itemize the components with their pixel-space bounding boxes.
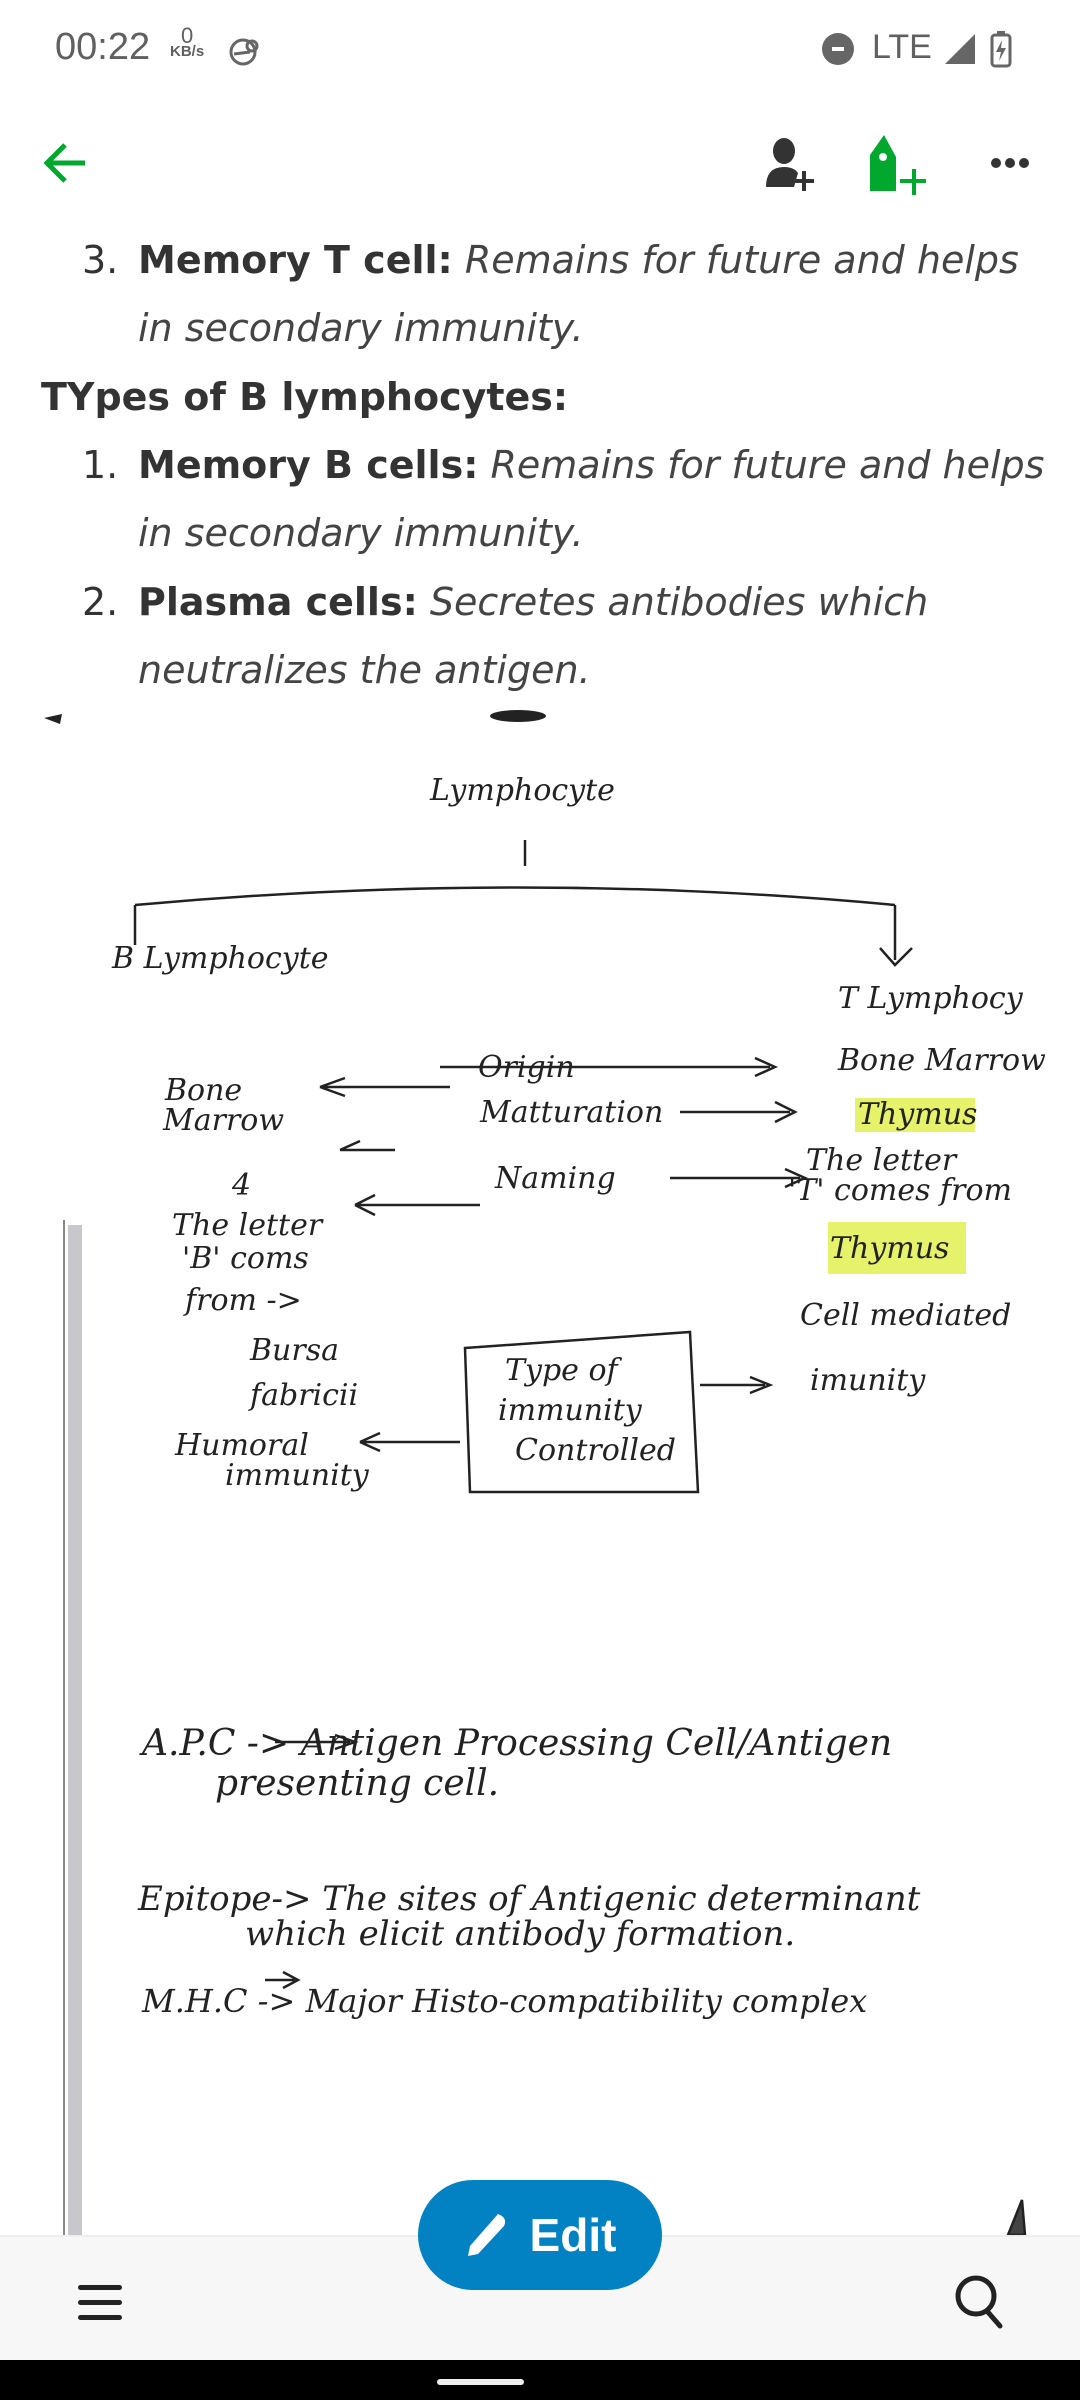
hw-text: Bone (164, 1073, 242, 1108)
vpn-icon (229, 38, 259, 66)
edit-button[interactable]: Edit (418, 2180, 662, 2290)
hw-text: Naming (494, 1161, 616, 1196)
hw-text: Origin (478, 1050, 575, 1085)
back-arrow-icon (43, 142, 85, 183)
description: Remains for future and helps (490, 443, 1045, 487)
add-person-icon (766, 138, 814, 191)
hw-t-title: T Lymphocy (838, 981, 1024, 1016)
hw-text: fabricii (248, 1378, 358, 1413)
description: in secondary immunity. (138, 306, 584, 350)
highlight (855, 1098, 975, 1132)
description: Remains for future and helps (464, 238, 1019, 282)
hw-text: A.P.C -> Antigen Processing Cell/Antigen (139, 1723, 892, 1764)
hw-text: M.H.C -> Major Histo-compatibility compl… (141, 1982, 867, 2020)
term: Memory T cell: (138, 238, 453, 282)
more-options-button[interactable] (975, 140, 1045, 185)
more-dots-icon (991, 157, 1029, 168)
home-gesture-handle[interactable] (437, 2379, 524, 2385)
edit-label: Edit (529, 2209, 617, 2261)
dnd-icon (822, 33, 854, 65)
description: neutralizes the antigen. (138, 648, 591, 692)
status-time: 00:22 (55, 26, 151, 68)
hw-text: Humoral (174, 1428, 309, 1463)
hw-text: presenting cell. (215, 1763, 499, 1804)
search-button[interactable] (940, 2257, 1020, 2347)
network-type: LTE (872, 28, 932, 66)
hw-text: Bursa (249, 1333, 339, 1368)
hw-text: Thymus (858, 1097, 977, 1132)
hw-text: imunity (810, 1363, 926, 1398)
highlight (828, 1222, 966, 1274)
term: Plasma cells: (138, 580, 418, 624)
list-number: 1. (82, 443, 119, 487)
pencil-icon (467, 2214, 505, 2256)
battery-charging-icon (990, 31, 1012, 68)
menu-button[interactable] (60, 2257, 140, 2347)
hw-text: Matturation (479, 1095, 663, 1130)
share-note-button[interactable] (755, 130, 825, 200)
list-item: Plasma cells: Secretes antibodies which (138, 580, 928, 624)
add-tag-icon (870, 135, 926, 195)
list-number: 2. (82, 580, 119, 624)
search-icon (955, 2275, 1003, 2329)
hw-text: 4 (231, 1168, 251, 1203)
description: in secondary immunity. (138, 511, 584, 555)
hw-box-text: immunity (498, 1393, 643, 1428)
hw-text: Marrow (162, 1103, 284, 1138)
hw-text: Cell mediated (800, 1298, 1011, 1333)
hw-text: which elicit antibody formation. (245, 1914, 795, 1954)
hw-text: from -> (183, 1283, 302, 1318)
hw-text: 'T' comes from (788, 1173, 1012, 1208)
hw-text: Epitope-> The sites of Antigenic determi… (137, 1879, 921, 1919)
back-button[interactable] (30, 130, 100, 195)
hw-text: Bone Marrow (837, 1043, 1046, 1078)
description: Secretes antibodies which (429, 580, 929, 624)
handwritten-notes-image[interactable]: Lymphocyte B Lymphocyte T Lymphocy Bone … (0, 700, 1080, 2240)
app-bar (0, 100, 1080, 225)
hw-b-title: B Lymphocyte (111, 941, 329, 976)
hw-text: The letter (172, 1208, 324, 1243)
signal-icon (945, 34, 975, 64)
add-tag-button[interactable] (862, 128, 934, 202)
section-heading: TYpes of B lymphocytes: (41, 375, 569, 419)
system-nav-bar (0, 2360, 1080, 2400)
hw-root: Lymphocyte (429, 773, 615, 808)
hw-text: Thymus (830, 1231, 949, 1266)
list-number: 3. (82, 238, 119, 282)
hamburger-menu-icon (78, 2285, 122, 2320)
hw-text: 'B' coms (182, 1241, 309, 1276)
hw-box-text: Type of (505, 1353, 623, 1388)
hw-text: immunity (225, 1458, 370, 1493)
term: Memory B cells: (138, 443, 479, 487)
list-item: Memory T cell: Remains for future and he… (138, 238, 1019, 282)
list-item: Memory B cells: Remains for future and h… (138, 443, 1044, 487)
hw-text: The letter (806, 1143, 958, 1178)
hw-box-text: Controlled (515, 1433, 676, 1468)
